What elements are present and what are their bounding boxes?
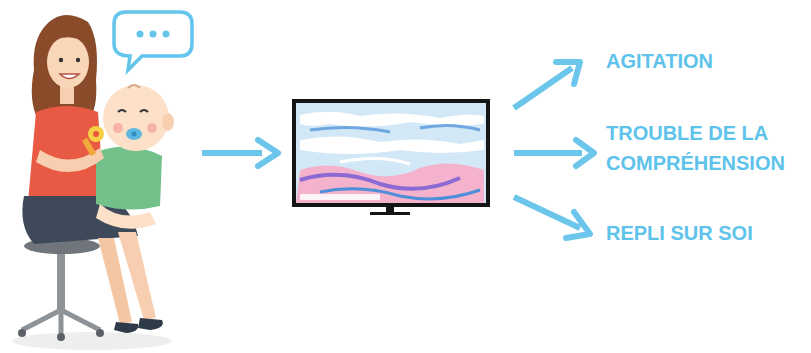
smile (60, 74, 79, 79)
arrow-head (576, 140, 594, 166)
baby-eye (140, 110, 148, 112)
speech-bubble (114, 12, 192, 70)
arrow-shaft (202, 150, 262, 156)
bubble-dot (163, 31, 170, 38)
bubble-outline (114, 12, 192, 70)
stool-post (57, 250, 65, 312)
effect-arrows (514, 62, 594, 238)
arrow-shaft (514, 68, 572, 108)
effect-label: REPLI SUR SOI (606, 218, 809, 248)
arrow-head (566, 212, 590, 238)
screen-stroke (310, 125, 480, 132)
stool-wheel (96, 329, 104, 337)
baby-cheek (113, 123, 123, 133)
stool-wheel (18, 329, 26, 337)
pacifier-center (132, 132, 137, 137)
rattle-dot (93, 131, 99, 137)
baby-ear (162, 113, 174, 131)
screen-bar (300, 194, 380, 200)
shoe (114, 322, 138, 333)
shoe (138, 318, 163, 330)
screen-cloud (300, 136, 484, 154)
screen-wave (296, 163, 484, 203)
baby-shirt (96, 147, 162, 210)
baby-curl (128, 85, 140, 88)
baby-figure (36, 85, 174, 229)
screen-cloud (300, 112, 484, 127)
stool (18, 238, 104, 341)
tv-base (370, 212, 410, 215)
baby-legs (96, 204, 156, 229)
face (47, 36, 89, 88)
tv-screen (296, 103, 486, 203)
baby-head (103, 85, 169, 151)
stool-legs (22, 310, 100, 334)
red-top (28, 106, 104, 202)
screen-stroke (300, 175, 460, 189)
tv-frame (292, 99, 490, 207)
baby-eye (118, 110, 126, 112)
rattle-head (88, 126, 104, 142)
fringe (46, 30, 90, 50)
bubble-dot (137, 31, 144, 38)
hair (32, 15, 97, 120)
floor-shadow (12, 332, 172, 350)
mother-figure (22, 15, 162, 333)
television (292, 99, 490, 215)
eye (76, 58, 80, 62)
flow-arrow (202, 140, 278, 166)
arrow-head (556, 62, 580, 84)
pacifier (126, 128, 142, 140)
leg (98, 238, 132, 324)
arrow-head (258, 140, 278, 166)
bubble-dot (150, 31, 157, 38)
effect-label: AGITATION (606, 46, 806, 76)
arrow-shaft (514, 150, 582, 156)
screen-stroke (340, 158, 410, 164)
effect-label: TROUBLE DE LA COMPRÉHENSION (606, 118, 809, 178)
arrow-shaft (514, 197, 580, 228)
eye (59, 58, 63, 62)
stool-wheel (57, 333, 65, 341)
baby-cheek (147, 123, 157, 133)
